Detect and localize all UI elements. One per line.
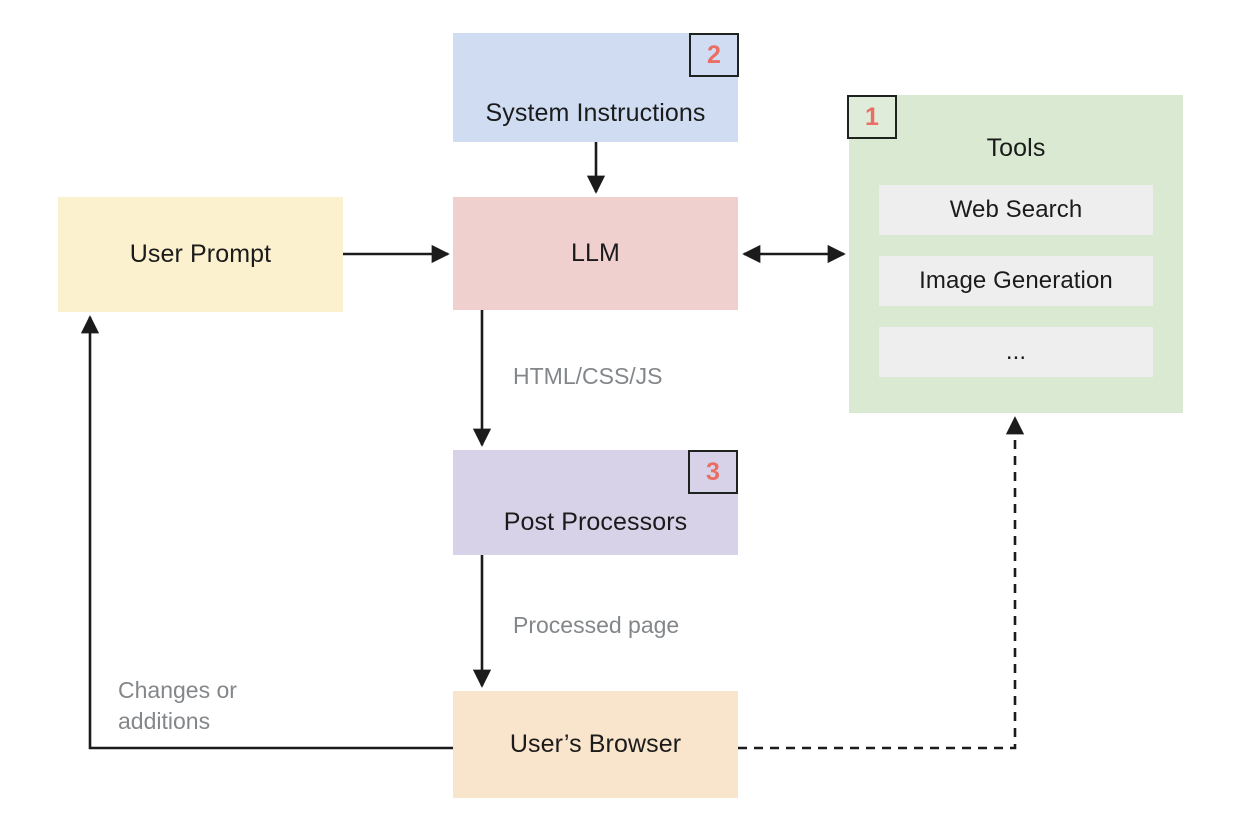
badge-step-3: 3	[688, 450, 738, 494]
badge-step-3-number: 3	[706, 457, 720, 486]
tool-item-image-generation[interactable]: Image Generation	[879, 256, 1153, 306]
tool-item-more-label: ...	[1005, 338, 1027, 365]
tool-item-web-search[interactable]: Web Search	[879, 185, 1153, 235]
tool-item-image-generation-label: Image Generation	[919, 267, 1113, 294]
node-llm-label: LLM	[571, 239, 620, 267]
node-llm[interactable]: LLM	[453, 197, 738, 310]
tool-item-web-search-label: Web Search	[949, 196, 1083, 223]
badge-step-2-number: 2	[707, 40, 721, 69]
node-users-browser-label: User’s Browser	[509, 730, 682, 758]
edge-label-html-css-js: HTML/CSS/JS	[513, 363, 663, 389]
node-system-instructions-label: System Instructions	[485, 99, 706, 127]
edge-browser-to-tools-dashed	[738, 416, 1025, 750]
badge-step-2: 2	[689, 33, 739, 77]
badge-step-1: 1	[847, 95, 897, 139]
edge-label-processed-page: Processed page	[513, 612, 680, 638]
tool-list: Web Search Image Generation ...	[849, 185, 1183, 377]
node-users-browser[interactable]: User’s Browser	[453, 691, 738, 798]
node-post-processors-label: Post Processors	[503, 508, 688, 536]
node-user-prompt[interactable]: User Prompt	[58, 197, 343, 312]
node-tools-label: Tools	[986, 134, 1046, 162]
edge-label-changes-or-additions: Changes or additions	[118, 677, 237, 734]
tool-item-more[interactable]: ...	[879, 327, 1153, 377]
node-user-prompt-label: User Prompt	[129, 240, 272, 268]
badge-step-1-number: 1	[865, 102, 879, 131]
node-tools[interactable]: Tools Web Search Image Generation ...	[849, 95, 1183, 413]
